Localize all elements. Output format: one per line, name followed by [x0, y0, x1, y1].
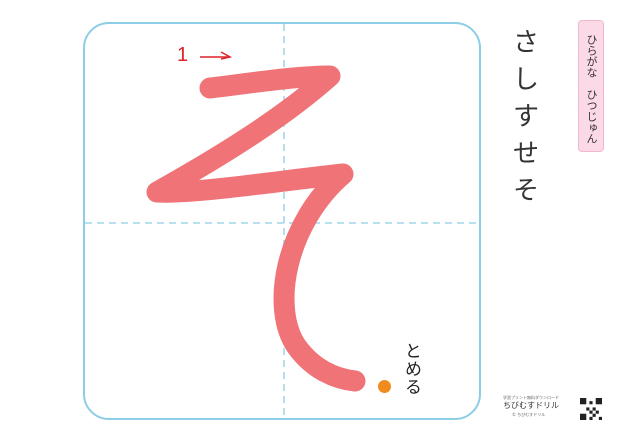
right-arrow-icon	[200, 51, 233, 60]
footer-brand-logo: ちびむすドリル	[503, 401, 559, 410]
stop-point-dot	[378, 380, 391, 393]
stop-label: とめる	[401, 342, 421, 396]
sequence-kana: す	[512, 102, 539, 132]
stroke-number-label: 1	[177, 44, 189, 66]
qr-code-icon	[580, 398, 602, 420]
so-character-stroke	[146, 65, 366, 392]
sequence-kana: さ	[512, 28, 539, 58]
sequence-kana: せ	[512, 139, 539, 169]
character-stroke-drawing	[85, 24, 479, 418]
current-kana: そ	[508, 173, 544, 209]
footer-note: 学習プリント無料ダウンロード	[503, 395, 559, 400]
writing-practice-box	[83, 22, 481, 420]
footer-copyright: © ちびむすドリル	[512, 412, 546, 417]
kana-sequence-column: さしすせそ	[508, 25, 548, 210]
series-label-tab: ひらがな ひつじゅん	[578, 20, 604, 152]
sequence-kana: し	[512, 65, 539, 95]
